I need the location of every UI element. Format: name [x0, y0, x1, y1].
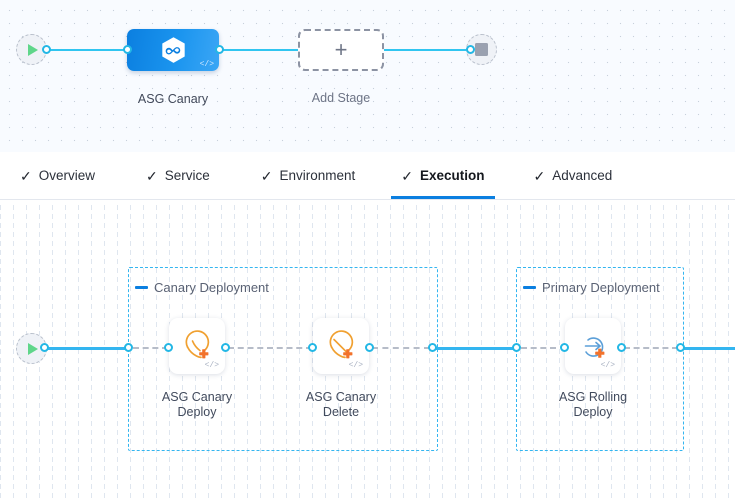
asg-canary-deploy-icon — [185, 330, 210, 359]
execution-start-port[interactable] — [40, 343, 49, 352]
stage-connector-start-to-stage — [46, 49, 130, 51]
step-2-output-port[interactable] — [365, 343, 374, 352]
check-icon: ✓ — [20, 167, 32, 184]
step-2-input-port[interactable] — [308, 343, 317, 352]
group-title-primary: Primary Deployment — [542, 280, 660, 295]
primary-group-output-port[interactable] — [676, 343, 685, 352]
stage-connector-add-to-end — [380, 49, 470, 51]
execution-canvas[interactable]: Canary Deployment </> — [0, 201, 735, 501]
add-stage-label: Add Stage — [311, 91, 371, 105]
step-node-asg-canary-delete[interactable]: </> — [313, 318, 369, 374]
step-label-line1: ASG Rolling — [558, 390, 628, 404]
exec-connector-primary-to-next — [682, 347, 735, 350]
canary-dash-mid — [228, 347, 312, 349]
group-primary-deployment[interactable] — [516, 267, 684, 451]
harness-hexagon-infinity-icon — [161, 36, 185, 63]
step-label-line2: Deploy — [177, 405, 217, 419]
group-title-canary: Canary Deployment — [154, 280, 269, 295]
step-label-asg-rolling-deploy: ASG Rolling Deploy — [533, 390, 653, 420]
asg-canary-delete-icon — [329, 330, 354, 359]
step-label-line1: ASG Canary — [305, 390, 377, 404]
asg-rolling-deploy-icon — [584, 337, 605, 358]
group-label-primary-deployment[interactable]: Primary Deployment — [523, 280, 660, 295]
tab-environment[interactable]: ✓ Environment — [259, 152, 358, 199]
stage-output-port[interactable] — [215, 45, 224, 54]
stage-connector-stage-to-add — [220, 49, 305, 51]
primary-group-input-port[interactable] — [512, 343, 521, 352]
start-port[interactable] — [42, 45, 51, 54]
step-label-asg-canary-deploy: ASG Canary Deploy — [137, 390, 257, 420]
step-code-badge[interactable]: </> — [600, 361, 615, 370]
step-node-asg-rolling-deploy[interactable]: </> — [565, 318, 621, 374]
play-icon — [28, 43, 38, 56]
stage-tabs: ✓ Overview ✓ Service ✓ Environment ✓ Exe… — [0, 152, 735, 200]
step-label-line2: Deploy — [573, 405, 613, 419]
collapse-dash-icon[interactable] — [523, 286, 536, 289]
check-icon: ✓ — [533, 167, 546, 184]
step-code-badge[interactable]: </> — [348, 361, 363, 370]
step-node-asg-canary-deploy[interactable]: </> — [169, 318, 225, 374]
step-1-output-port[interactable] — [221, 343, 230, 352]
exec-connector-start-to-canary — [42, 347, 130, 350]
add-stage-button[interactable]: + — [298, 29, 384, 71]
plus-icon: + — [334, 37, 348, 62]
stage-node-asg-canary[interactable]: </> — [127, 29, 219, 71]
tab-environment-label: Environment — [279, 168, 356, 183]
tab-execution-label: Execution — [420, 168, 485, 183]
tab-overview[interactable]: ✓ Overview — [18, 152, 97, 199]
tab-execution[interactable]: ✓ Execution — [391, 152, 495, 199]
exec-connector-canary-to-primary — [434, 347, 520, 350]
stage-label-asg-canary: ASG Canary — [137, 92, 209, 106]
group-canary-deployment[interactable] — [128, 267, 438, 451]
tab-overview-label: Overview — [38, 168, 95, 183]
step-label-line1: ASG Canary — [161, 390, 233, 404]
stage-code-badge[interactable]: </> — [199, 60, 214, 69]
step-label-asg-canary-delete: ASG Canary Delete — [281, 390, 401, 420]
collapse-dash-icon[interactable] — [135, 286, 148, 289]
step-label-line2: Delete — [322, 405, 360, 419]
tab-service[interactable]: ✓ Service — [144, 152, 212, 199]
plus-marker — [343, 349, 353, 359]
canary-group-input-port[interactable] — [124, 343, 133, 352]
play-icon — [28, 342, 38, 355]
step-3-output-port[interactable] — [617, 343, 626, 352]
step-1-input-port[interactable] — [164, 343, 173, 352]
step-3-input-port[interactable] — [560, 343, 569, 352]
plus-marker — [199, 349, 209, 359]
check-icon: ✓ — [260, 167, 273, 184]
stop-icon — [475, 43, 488, 56]
primary-dash-in — [521, 347, 556, 349]
tab-advanced[interactable]: ✓ Advanced — [532, 152, 615, 199]
plus-marker — [595, 348, 605, 358]
tab-advanced-label: Advanced — [552, 168, 613, 183]
stage-canvas[interactable]: </> ASG Canary + Add Stage — [0, 0, 735, 152]
canary-dash-in — [133, 347, 168, 349]
primary-dash-out — [624, 347, 678, 349]
group-label-canary-deployment[interactable]: Canary Deployment — [135, 280, 269, 295]
tab-service-label: Service — [164, 168, 210, 183]
stage-input-port[interactable] — [123, 45, 132, 54]
end-port[interactable] — [466, 45, 475, 54]
check-icon: ✓ — [401, 167, 414, 184]
pipeline-start-node[interactable] — [16, 34, 47, 65]
canary-dash-out — [372, 347, 430, 349]
canary-group-output-port[interactable] — [428, 343, 437, 352]
check-icon: ✓ — [146, 167, 158, 184]
step-code-badge[interactable]: </> — [204, 361, 219, 370]
